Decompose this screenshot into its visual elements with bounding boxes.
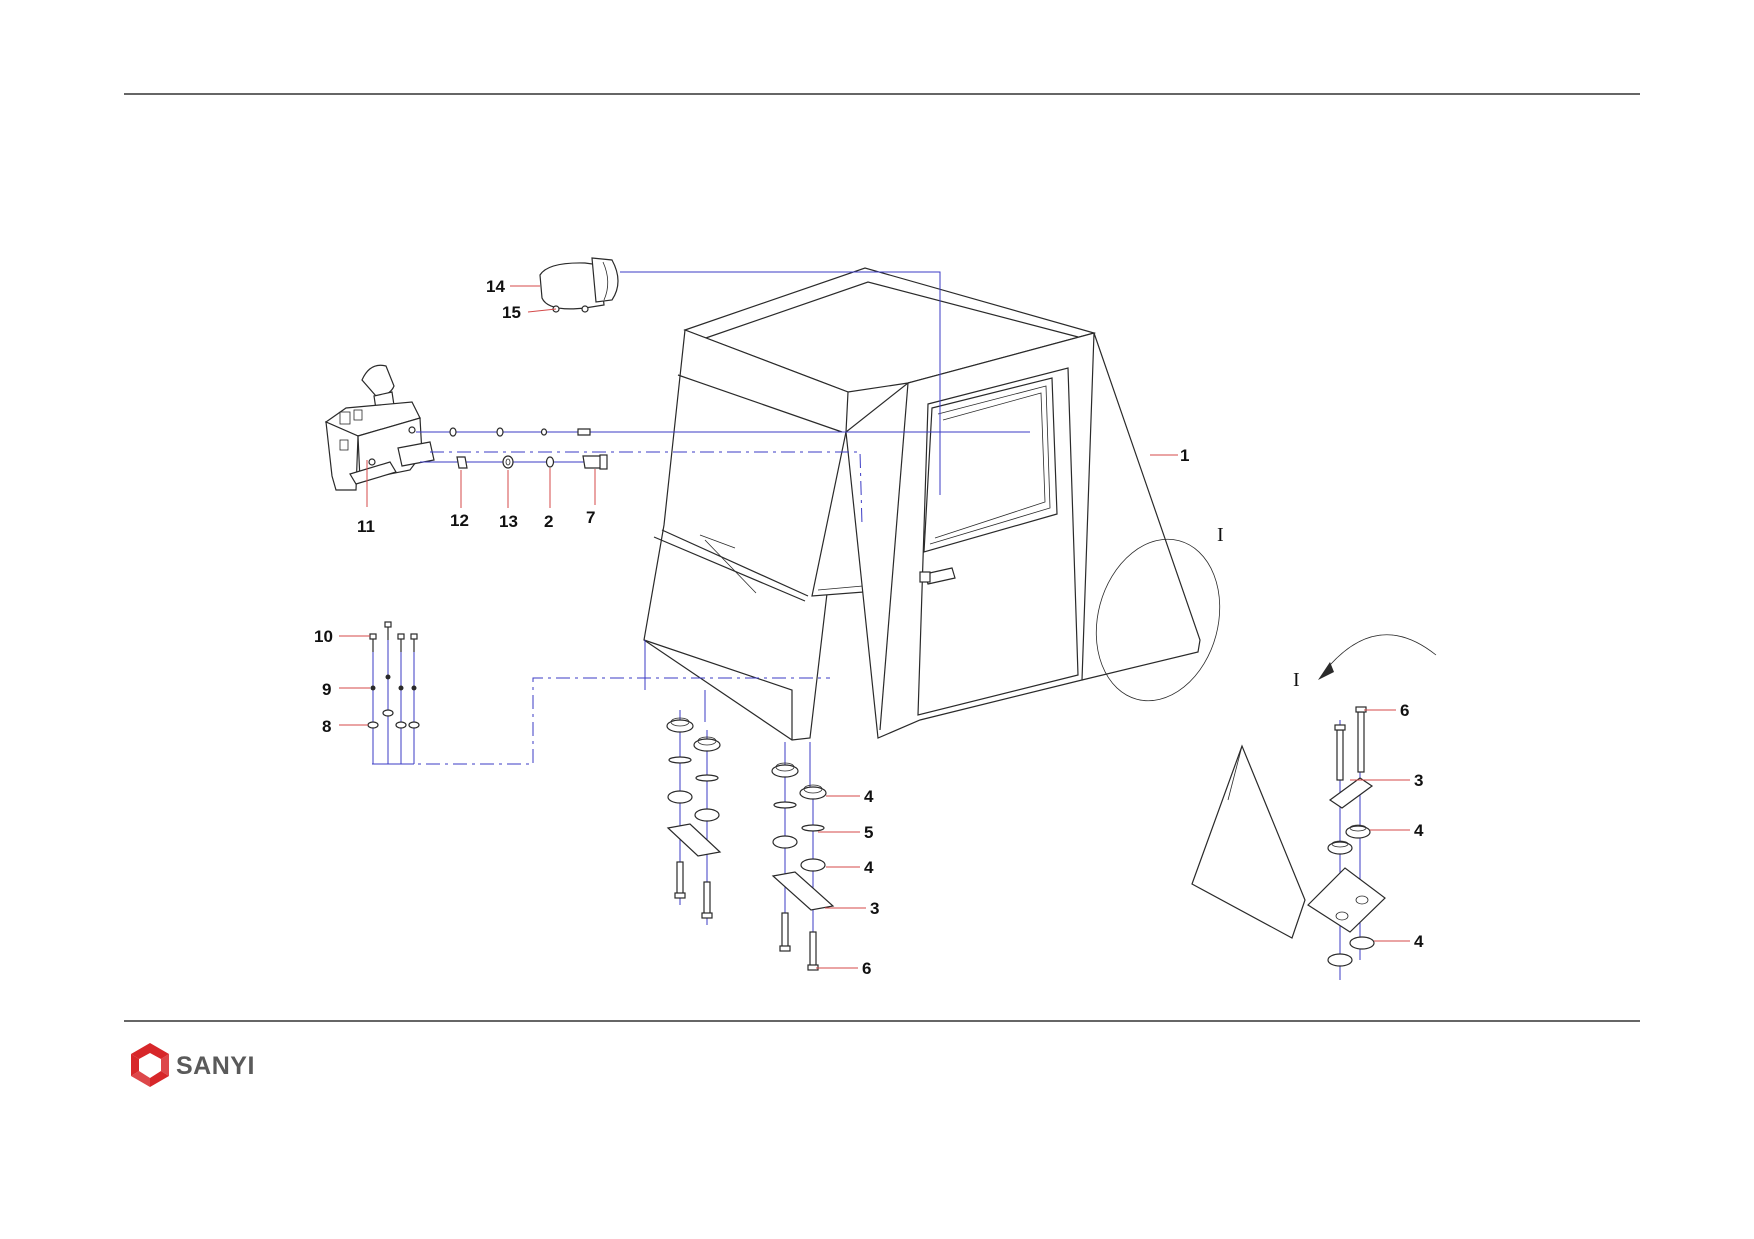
left-bolt-group xyxy=(367,621,420,765)
projection-lines xyxy=(372,271,941,795)
callout-10: 10 xyxy=(314,627,333,646)
callout-13: 13 xyxy=(499,512,518,531)
detail-circle xyxy=(1095,538,1221,702)
detail-inset xyxy=(1191,634,1437,980)
mount-stack-left xyxy=(666,710,722,925)
callout-3-b: 3 xyxy=(1414,771,1423,790)
mount-stack-right xyxy=(771,755,835,971)
detail-mark-cab: I xyxy=(1217,524,1224,546)
brand-name: SANYI xyxy=(176,1052,255,1080)
callout-11: 11 xyxy=(357,517,375,536)
callout-8: 8 xyxy=(322,717,331,736)
callout-1: 1 xyxy=(1180,446,1189,465)
callout-15: 15 xyxy=(502,303,521,322)
callout-9: 9 xyxy=(322,680,331,699)
cab-body xyxy=(643,267,1221,741)
callout-14: 14 xyxy=(486,277,505,296)
callout-6-a: 6 xyxy=(862,959,871,978)
callout-12: 12 xyxy=(450,511,469,530)
leader-lines xyxy=(339,285,1410,969)
control-box xyxy=(324,364,435,491)
callout-3-a: 3 xyxy=(870,899,879,918)
callout-5: 5 xyxy=(864,823,873,842)
callout-4-a: 4 xyxy=(864,787,874,806)
callout-6-b: 6 xyxy=(1400,701,1409,720)
fastener-row xyxy=(416,427,1030,470)
work-lamp xyxy=(539,257,619,313)
callout-2: 2 xyxy=(544,512,553,531)
callout-4-b: 4 xyxy=(864,858,874,877)
callout-numbers: 1 14 15 11 12 13 2 7 10 9 8 4 5 4 3 6 6 … xyxy=(314,277,1424,978)
callout-4-c: 4 xyxy=(1414,821,1424,840)
callout-4-d: 4 xyxy=(1414,932,1424,951)
sanyi-logo: SANYI xyxy=(131,1043,255,1087)
sanyi-logo-mark-icon xyxy=(131,1043,169,1087)
callout-7: 7 xyxy=(586,508,595,527)
detail-mark-inset: I xyxy=(1293,669,1300,691)
